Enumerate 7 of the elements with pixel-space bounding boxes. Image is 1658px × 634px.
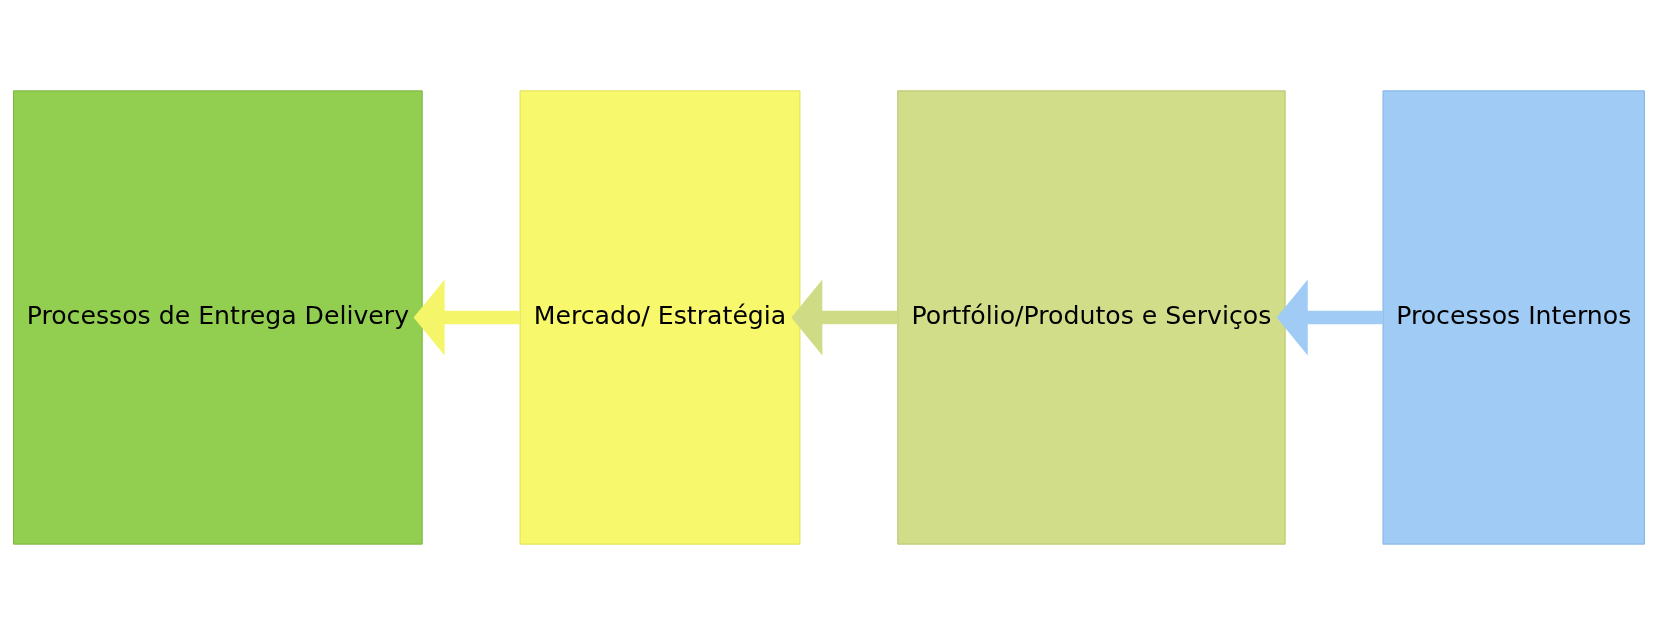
arrow (791, 279, 898, 355)
arrow (413, 279, 520, 355)
arrow (1276, 279, 1383, 355)
node-box: Processos Internos (1382, 89, 1645, 545)
node-box: Mercado/ Estratégia (519, 89, 801, 545)
node-box: Portfólio/Produtos e Serviços (897, 89, 1286, 545)
node-box: Processos de Entrega Delivery (13, 89, 423, 545)
